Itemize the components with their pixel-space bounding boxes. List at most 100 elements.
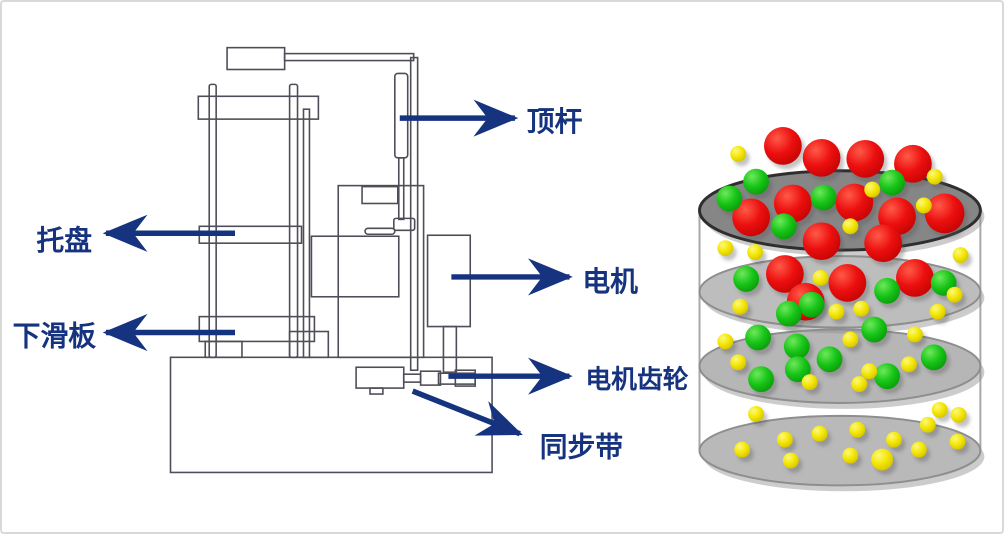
particle-yellow — [730, 145, 747, 162]
particle-yellow — [952, 247, 969, 264]
sieve-chamber — [310, 235, 400, 298]
belt-link — [402, 373, 422, 383]
housing-inset — [361, 185, 399, 205]
callout-arrows — [102, 99, 573, 437]
particle-yellow — [811, 425, 828, 442]
particle-green — [861, 316, 888, 343]
particle-red — [924, 193, 965, 234]
lower-slide-plate — [198, 315, 316, 343]
particle-yellow — [849, 421, 866, 438]
particle-green — [716, 185, 743, 212]
ejector-stem — [397, 157, 405, 221]
particle-yellow — [782, 452, 799, 469]
particle-yellow — [828, 303, 845, 320]
particle-yellow — [851, 376, 868, 393]
particle-yellow — [915, 197, 932, 214]
label-lower-slide: 下滑板 — [13, 319, 97, 352]
coupler-bar — [364, 227, 396, 236]
arrow-timing-belt — [411, 388, 523, 437]
particle-green — [743, 168, 769, 195]
label-tray: 托盘 — [37, 224, 93, 257]
frame-top-bar — [283, 52, 415, 62]
particle-yellow — [730, 354, 747, 371]
pulley-tab — [369, 387, 384, 395]
bottom-disc — [698, 414, 982, 487]
particle-yellow — [950, 406, 967, 423]
particle-yellow — [747, 244, 764, 261]
particle-yellow — [910, 441, 927, 458]
particle-yellow — [717, 333, 734, 350]
particle-green — [810, 184, 837, 211]
particle-red — [773, 184, 812, 223]
particle-red — [802, 222, 841, 261]
particle-green — [920, 344, 947, 371]
callout-labels: 顶杆 托盘 下滑板 电机 电机齿轮 同步带 — [13, 105, 689, 464]
particle-yellow — [842, 331, 859, 348]
particle-green — [783, 333, 810, 360]
particle-yellow — [861, 363, 878, 380]
particle-yellow — [842, 218, 859, 235]
particle-green — [784, 356, 811, 383]
pulley-housing — [355, 366, 405, 389]
particle-red — [864, 224, 902, 263]
particle-green — [770, 213, 797, 240]
particle-yellow — [929, 303, 946, 320]
particle-red — [802, 138, 841, 177]
particles — [716, 127, 969, 471]
particle-green — [874, 363, 900, 390]
particle-yellow — [926, 168, 943, 185]
central-housing — [337, 184, 425, 359]
particle-yellow — [949, 433, 966, 450]
top-crossbeam — [197, 95, 320, 120]
particle-yellow — [871, 448, 894, 471]
particle-green — [798, 291, 825, 318]
cylinder-illustration — [698, 127, 985, 492]
particle-green — [816, 346, 843, 373]
motor-gear-box — [419, 370, 442, 386]
particle-yellow — [732, 298, 749, 315]
particle-green — [745, 324, 771, 351]
frame-inner-rod — [302, 108, 311, 359]
frame-right-rod — [409, 56, 419, 372]
motor-mount — [442, 325, 458, 373]
top-cylinder — [226, 46, 286, 71]
particle-red — [846, 139, 885, 178]
particle-yellow — [734, 441, 751, 458]
particle-yellow — [919, 416, 936, 433]
particle-yellow — [801, 374, 818, 391]
particle-yellow — [812, 269, 829, 286]
particle-green — [733, 266, 760, 292]
particle-yellow — [946, 286, 963, 303]
particle-green — [748, 366, 774, 393]
particle-green — [775, 300, 802, 327]
particle-yellow — [906, 326, 923, 343]
particle-yellow — [717, 240, 734, 257]
particle-yellow — [853, 300, 870, 317]
foot-left — [204, 340, 243, 359]
rod-coupler — [393, 217, 416, 232]
particle-green — [879, 169, 905, 196]
particle-yellow — [864, 181, 881, 198]
particle-yellow — [931, 401, 948, 418]
particle-red — [835, 183, 874, 222]
foot-center — [288, 330, 330, 359]
particle-yellow — [900, 356, 917, 373]
particle-red — [766, 255, 804, 293]
label-timing-belt: 同步带 — [540, 431, 623, 464]
label-top-rod: 顶杆 — [527, 105, 583, 138]
particle-red — [764, 127, 802, 165]
particle-red — [894, 144, 932, 183]
label-motor: 电机 — [582, 265, 638, 298]
particle-yellow — [748, 405, 765, 422]
machine-schematic — [169, 46, 493, 474]
particle-yellow — [776, 431, 793, 448]
particle-red — [732, 198, 770, 237]
particle-yellow — [886, 431, 902, 448]
particle-green — [874, 277, 900, 304]
motor-body — [426, 234, 472, 328]
particle-red — [828, 264, 867, 302]
base-plate — [169, 356, 493, 474]
particle-yellow — [842, 447, 859, 464]
